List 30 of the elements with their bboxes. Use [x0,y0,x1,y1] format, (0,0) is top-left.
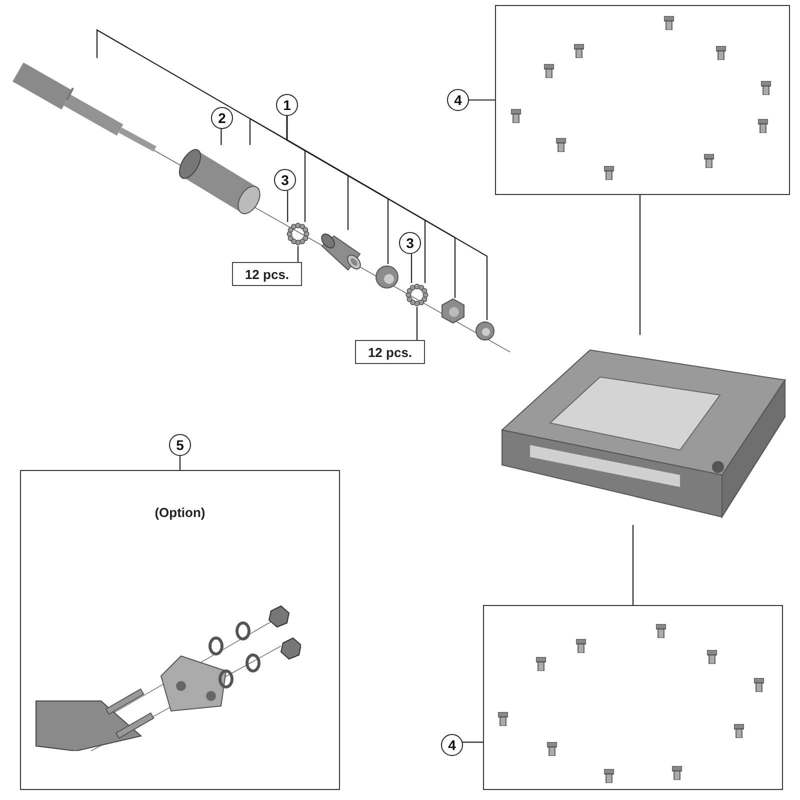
leader-line [469,99,495,101]
callout-number: 3 [399,232,421,254]
callout-number: 4 [447,89,469,111]
callout-number: 2 [211,107,233,129]
leader-line [220,129,222,145]
leader-line [249,116,288,145]
quantity-tag: 12 pcs. [355,340,425,364]
ball-ring-drawing [286,222,310,246]
bushing-drawing [374,264,400,290]
ring-drawing [474,320,496,342]
ball-ring-drawing [405,283,429,307]
pin-panel [483,605,783,790]
leader-line [179,456,181,470]
assembly-line [632,525,634,605]
leader-line [297,246,299,262]
leader-line [416,307,418,340]
leader-line [287,190,288,222]
option-note: (Option) [154,505,206,520]
assembly-line [639,195,641,335]
leader-line [410,254,412,283]
option-panel [20,470,340,790]
leader-line [286,116,488,320]
leader-line [462,742,483,743]
callout-number: 3 [274,169,296,191]
callout-number: 5 [169,434,191,456]
quantity-tag: 12 pcs. [232,262,302,286]
callout-number: 1 [276,94,298,116]
callout-number: 4 [441,734,463,756]
pin-panel [495,5,790,195]
nut-drawing [440,298,466,324]
